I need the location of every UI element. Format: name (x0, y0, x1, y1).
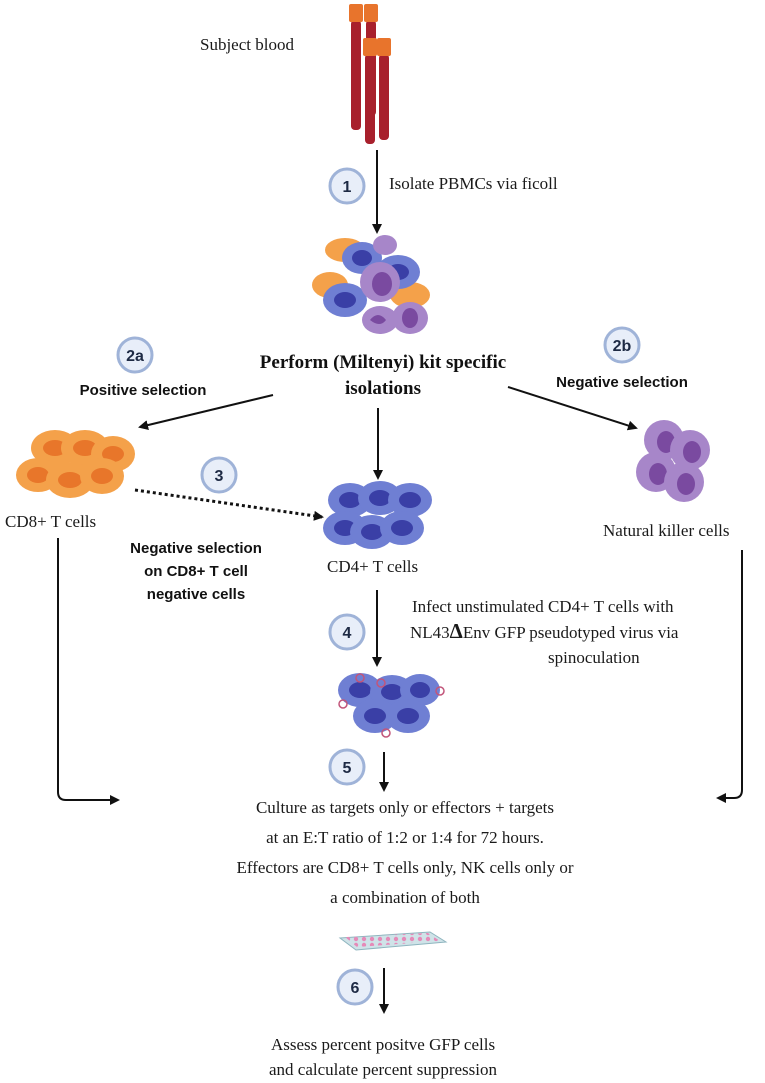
assess-label-line2: and calculate percent suppression (269, 1060, 497, 1079)
infect-label-line1: Infect unstimulated CD4+ T cells with (412, 597, 674, 616)
blood-tubes-icon (349, 4, 391, 144)
svg-text:1: 1 (343, 179, 352, 196)
arrow-to-cd8 (138, 394, 274, 430)
kit-isolation-label-line1: Perform (Miltenyi) kit specific (260, 352, 506, 373)
assess-label-line1: Assess percent positve GFP cells (271, 1035, 495, 1054)
negative-selection-label: Negative selection (556, 374, 688, 391)
neg-sel-cd8-line3: negative cells (147, 586, 245, 603)
step-5-badge: 5 (328, 748, 366, 786)
svg-text:2b: 2b (613, 338, 632, 355)
step-1-badge: 1 (328, 167, 366, 205)
nk-cells-icon (636, 420, 710, 502)
step-4-badge: 4 (328, 613, 366, 651)
svg-text:2a: 2a (126, 348, 144, 365)
cd4-cells-icon (323, 481, 432, 549)
dotted-arrow-cd8-to-cd4 (134, 488, 324, 521)
step-2a-badge: 2a (116, 336, 154, 374)
arrow-nk-to-culture (716, 550, 743, 803)
culture-label-line3: Effectors are CD8+ T cells only, NK cell… (236, 858, 573, 877)
svg-text:6: 6 (351, 980, 360, 997)
culture-label-line1: Culture as targets only or effectors + t… (256, 798, 554, 817)
isolate-pbmc-label: Isolate PBMCs via ficoll (389, 174, 558, 193)
neg-sel-cd8-line1: Negative selection (130, 540, 262, 557)
blood-tube-icon (377, 38, 391, 140)
svg-text:5: 5 (343, 760, 352, 777)
subject-blood-label: Subject blood (200, 35, 294, 54)
infected-cd4-cells-icon (338, 673, 445, 738)
positive-selection-label: Positive selection (80, 382, 207, 399)
cd8-cells-icon (16, 430, 135, 498)
culture-label-line4: a combination of both (330, 888, 480, 907)
well-plate-icon (338, 931, 448, 951)
cd4-cells-label: CD4+ T cells (327, 557, 418, 576)
step-3-badge: 3 (200, 456, 238, 494)
cd8-cells-label: CD8+ T cells (5, 512, 96, 531)
step-2b-badge: 2b (603, 326, 641, 364)
svg-text:3: 3 (215, 468, 224, 485)
svg-text:4: 4 (343, 625, 352, 642)
step-6-badge: 6 (336, 968, 374, 1006)
arrow-to-nk (507, 386, 638, 431)
blood-tube-icon (363, 38, 377, 144)
nk-cells-label: Natural killer cells (603, 521, 730, 540)
infect-label-line2: NL43ΔEnv GFP pseudotyped virus via (410, 619, 679, 643)
culture-label-line2: at an E:T ratio of 1:2 or 1:4 for 72 hou… (266, 828, 544, 847)
blood-tube-icon (349, 4, 363, 130)
neg-sel-cd8-line2: on CD8+ T cell (144, 563, 248, 580)
infect-label-line3: spinoculation (548, 648, 640, 667)
kit-isolation-label-line2: isolations (345, 378, 421, 399)
arrow-cd8-to-culture (57, 538, 120, 805)
pbmc-cluster-icon (312, 235, 430, 334)
